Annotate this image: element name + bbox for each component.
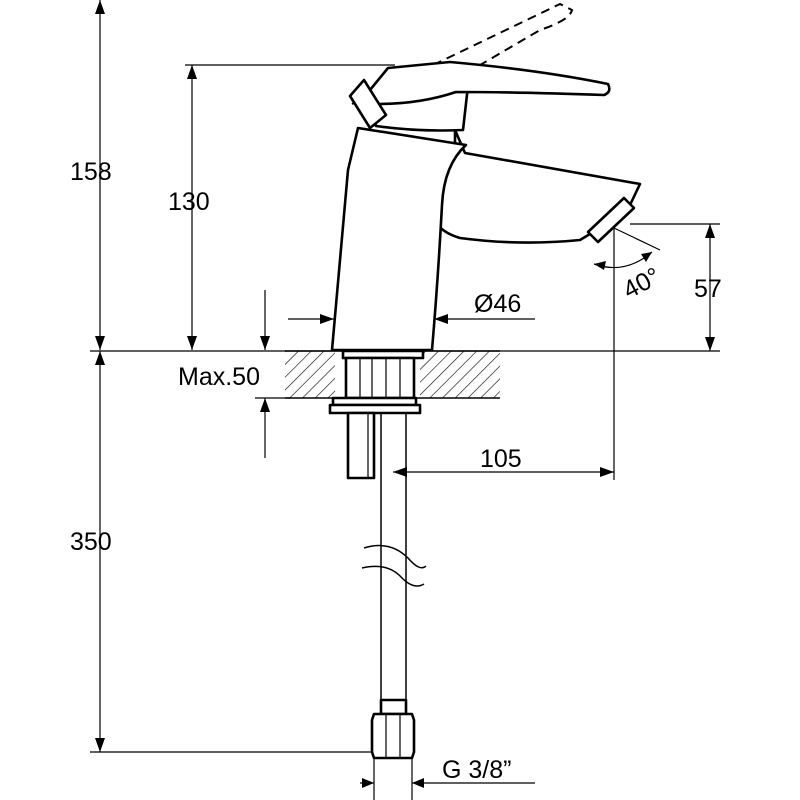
dim-spout-height: 130 xyxy=(168,64,395,350)
dim-105-label: 105 xyxy=(480,445,522,473)
dim-reach: 105 xyxy=(393,445,614,477)
dim-body-diameter: Ø46 xyxy=(288,290,535,324)
dim-swivel-angle: 40° xyxy=(593,227,665,480)
dim-57-label: 57 xyxy=(694,275,722,303)
dim-hose-length: 350 xyxy=(70,351,372,753)
dim-max50-label: Max.50 xyxy=(178,363,260,391)
countertop xyxy=(285,350,500,399)
dim-130-label: 130 xyxy=(168,188,210,216)
dim-350-label: 350 xyxy=(70,528,112,556)
dim-max-deck: Max.50 xyxy=(178,290,290,458)
dim-158-label: 158 xyxy=(70,158,112,186)
supply-hose xyxy=(361,413,427,760)
faucet-body xyxy=(330,60,642,352)
mounting-assembly xyxy=(328,349,425,480)
dim-overall-height: 158 xyxy=(70,0,112,350)
lever-open-position xyxy=(351,2,574,108)
dim-aerator-height: 57 xyxy=(630,223,722,351)
dim-connection: G 3/8” xyxy=(360,756,535,800)
dim-angle-label: 40° xyxy=(618,262,665,304)
dim-connection-label: G 3/8” xyxy=(442,756,511,784)
dim-diameter-label: Ø46 xyxy=(474,290,521,318)
